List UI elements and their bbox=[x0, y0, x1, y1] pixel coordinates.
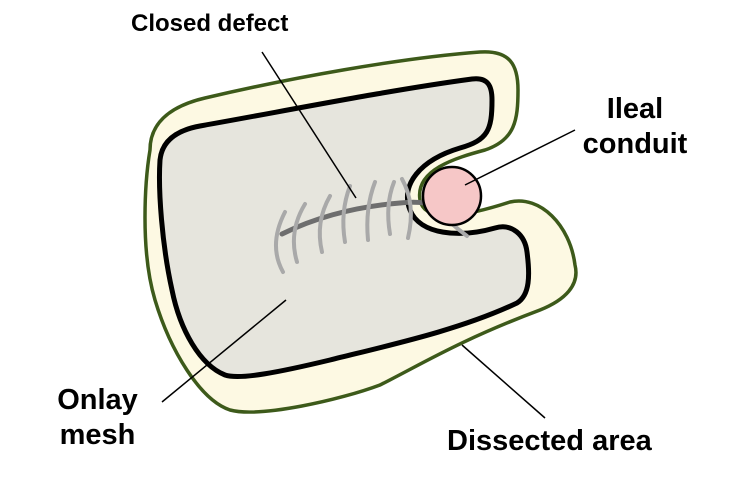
onlay-mesh-leader bbox=[161, 299, 287, 403]
dissected-area-label: Dissected area bbox=[447, 425, 652, 457]
onlay-mesh-label-line2: mesh bbox=[59, 418, 136, 451]
onlay-mesh-label: Onlay mesh bbox=[50, 383, 145, 453]
stitch bbox=[386, 180, 396, 236]
stitch bbox=[273, 210, 287, 274]
stitch bbox=[291, 202, 307, 264]
stitch bbox=[341, 184, 352, 244]
leader-lines bbox=[161, 51, 576, 419]
ileal-conduit-label-line1: Ileal bbox=[606, 93, 664, 125]
ileal-conduit-leader bbox=[464, 129, 576, 186]
stitch bbox=[400, 177, 413, 240]
closed-defect-leader bbox=[261, 51, 357, 199]
closed-defect-label: Closed defect bbox=[131, 10, 289, 37]
onlay-mesh-label-line1: Onlay bbox=[57, 384, 138, 416]
ileal-conduit-circle bbox=[421, 165, 483, 227]
stitch bbox=[317, 194, 332, 254]
ileal-conduit-label-line2: conduit bbox=[582, 127, 688, 160]
stitch bbox=[365, 180, 377, 242]
ileal-conduit-label: Ileal conduit bbox=[580, 92, 690, 162]
dissected-area-leader bbox=[461, 344, 546, 419]
